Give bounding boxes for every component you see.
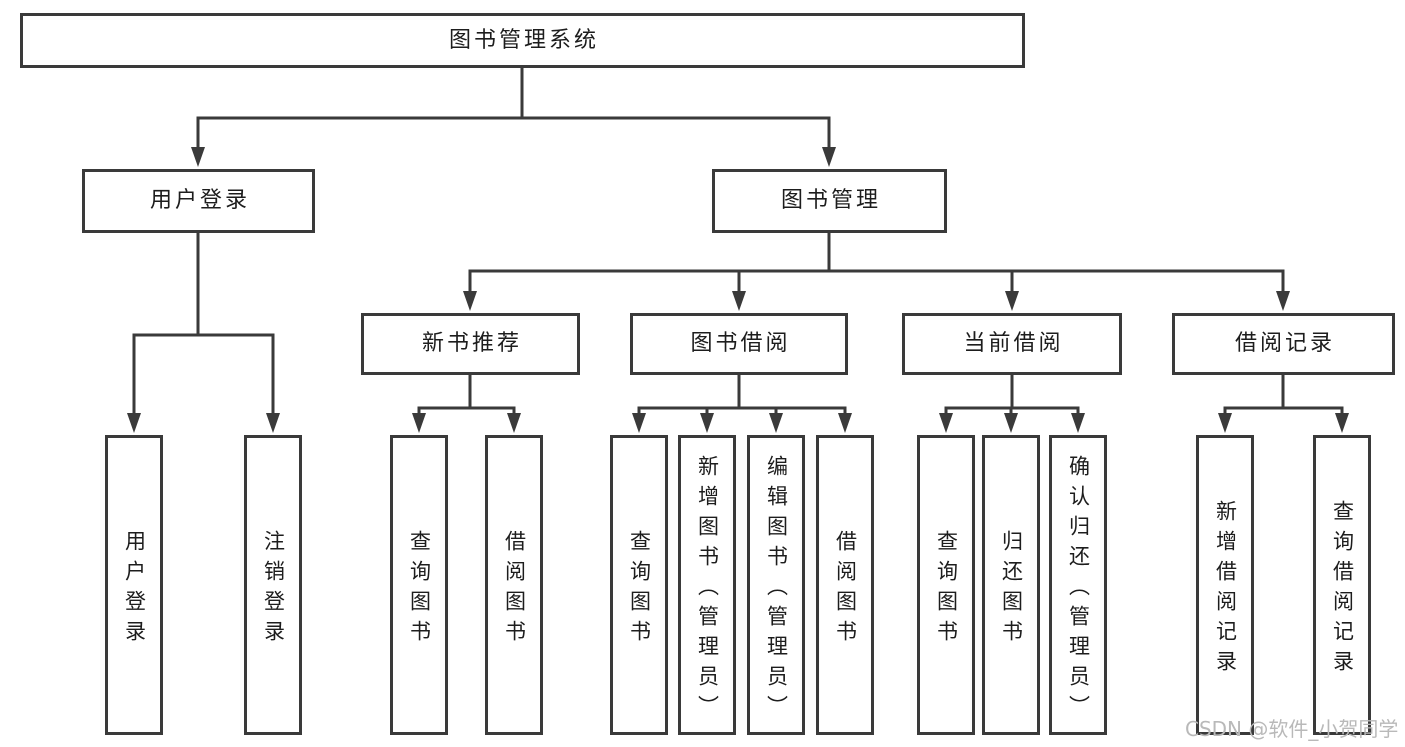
arrow-down-icon bbox=[1004, 413, 1018, 433]
leaf-cb-return-book-label: 归还图书 bbox=[999, 529, 1024, 650]
leaf-bb-add-book-admin-label: 新增图书（管理员） bbox=[695, 454, 720, 725]
leaf-cb-query-book-label: 查询图书 bbox=[934, 529, 959, 650]
arrow-down-icon bbox=[1335, 413, 1349, 433]
arrow-down-icon bbox=[732, 291, 746, 311]
leaf-bb-borrow-book-label: 借阅图书 bbox=[833, 529, 858, 650]
leaf-nb-query-book: 查询图书 bbox=[390, 435, 448, 735]
watermark: CSDN @软件_小贺同学 bbox=[1185, 717, 1399, 741]
leaf-bb-edit-book-admin-label: 编辑图书（管理员） bbox=[764, 454, 789, 725]
leaf-logout: 注销登录 bbox=[244, 435, 302, 735]
arrow-down-icon bbox=[1276, 291, 1290, 311]
leaf-cb-confirm-return-admin-label: 确认归还（管理员） bbox=[1066, 454, 1091, 725]
leaf-bb-borrow-book: 借阅图书 bbox=[816, 435, 874, 735]
connector-new-book-to-leaves bbox=[417, 373, 516, 419]
leaf-bb-add-book-admin: 新增图书（管理员） bbox=[678, 435, 736, 735]
node-book-management: 图书管理 bbox=[712, 169, 947, 233]
connector-borrow-record-to-leaves bbox=[1223, 373, 1344, 419]
node-new-book-recommend-label: 新书推荐 bbox=[421, 331, 522, 356]
arrow-down-icon bbox=[191, 147, 205, 167]
leaf-br-query-record: 查询借阅记录 bbox=[1313, 435, 1371, 735]
arrow-down-icon bbox=[463, 291, 477, 311]
arrow-down-icon bbox=[507, 413, 521, 433]
node-root: 图书管理系统 bbox=[20, 13, 1025, 68]
leaf-cb-return-book: 归还图书 bbox=[982, 435, 1040, 735]
arrow-down-icon bbox=[1071, 413, 1085, 433]
node-current-borrow: 当前借阅 bbox=[902, 313, 1122, 375]
connector-book-management-to-level3 bbox=[468, 231, 1285, 296]
leaf-user-login-label: 用户登录 bbox=[122, 529, 147, 650]
connector-current-borrow-to-leaves bbox=[944, 373, 1080, 419]
leaf-bb-edit-book-admin: 编辑图书（管理员） bbox=[747, 435, 805, 735]
node-user-login-label: 用户登录 bbox=[149, 188, 250, 213]
node-new-book-recommend: 新书推荐 bbox=[361, 313, 580, 375]
leaf-br-add-record-label: 新增借阅记录 bbox=[1213, 499, 1238, 680]
arrow-down-icon bbox=[266, 413, 280, 433]
leaf-bb-query-book-label: 查询图书 bbox=[627, 529, 652, 650]
node-book-borrow: 图书借阅 bbox=[630, 313, 848, 375]
connector-user-login-to-leaves bbox=[132, 231, 275, 418]
leaf-cb-query-book: 查询图书 bbox=[917, 435, 975, 735]
arrow-down-icon bbox=[822, 147, 836, 167]
leaf-user-login: 用户登录 bbox=[105, 435, 163, 735]
leaf-br-add-record: 新增借阅记录 bbox=[1196, 435, 1254, 735]
leaf-logout-label: 注销登录 bbox=[261, 529, 286, 650]
node-borrow-record-label: 借阅记录 bbox=[1234, 331, 1335, 356]
leaf-nb-borrow-book-label: 借阅图书 bbox=[502, 529, 527, 650]
leaf-nb-query-book-label: 查询图书 bbox=[407, 529, 432, 650]
node-user-login: 用户登录 bbox=[82, 169, 315, 233]
arrow-down-icon bbox=[127, 413, 141, 433]
leaf-nb-borrow-book: 借阅图书 bbox=[485, 435, 543, 735]
arrow-down-icon bbox=[1005, 291, 1019, 311]
arrow-down-icon bbox=[769, 413, 783, 433]
leaf-cb-confirm-return-admin: 确认归还（管理员） bbox=[1049, 435, 1107, 735]
node-book-management-label: 图书管理 bbox=[780, 188, 881, 213]
node-borrow-record: 借阅记录 bbox=[1172, 313, 1395, 375]
arrow-down-icon bbox=[1218, 413, 1232, 433]
leaf-bb-query-book: 查询图书 bbox=[610, 435, 668, 735]
arrow-down-icon bbox=[838, 413, 852, 433]
leaf-br-query-record-label: 查询借阅记录 bbox=[1330, 499, 1355, 680]
arrow-down-icon bbox=[700, 413, 714, 433]
connector-root-to-level2 bbox=[196, 66, 831, 152]
node-book-borrow-label: 图书借阅 bbox=[690, 331, 791, 356]
arrow-down-icon bbox=[412, 413, 426, 433]
node-current-borrow-label: 当前借阅 bbox=[963, 331, 1064, 356]
node-root-label: 图书管理系统 bbox=[448, 27, 599, 53]
arrow-down-icon bbox=[939, 413, 953, 433]
arrow-down-icon bbox=[632, 413, 646, 433]
connector-book-borrow-to-leaves bbox=[637, 373, 847, 419]
